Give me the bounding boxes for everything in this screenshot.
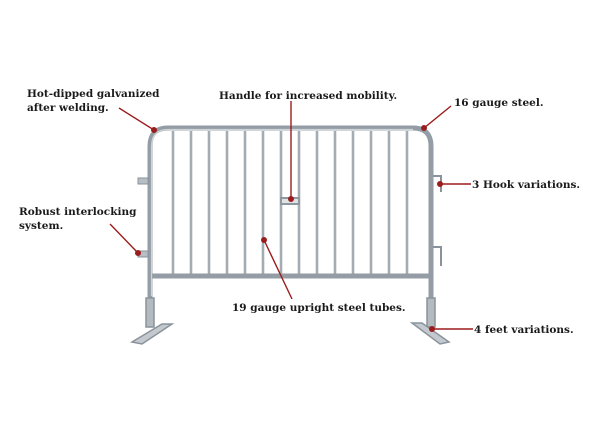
callout-interlocking: Robust interlocking system. bbox=[19, 206, 137, 232]
callout-handle: Handle for increased mobility. bbox=[219, 90, 398, 102]
feet bbox=[129, 297, 451, 345]
upright-tubes bbox=[171, 131, 409, 275]
callout-upright-tubes: 19 gauge upright steel tubes. bbox=[232, 302, 406, 314]
hooks bbox=[433, 175, 442, 266]
interlock-brackets bbox=[137, 177, 149, 258]
callout-feet: 4 feet variations. bbox=[474, 324, 574, 336]
callout-galvanized: Hot-dipped galvanized after welding. bbox=[27, 88, 160, 114]
leader-lines bbox=[109, 101, 473, 333]
callout-steel-gauge: 16 gauge steel. bbox=[454, 97, 544, 109]
callout-hook: 3 Hook variations. bbox=[472, 179, 581, 191]
